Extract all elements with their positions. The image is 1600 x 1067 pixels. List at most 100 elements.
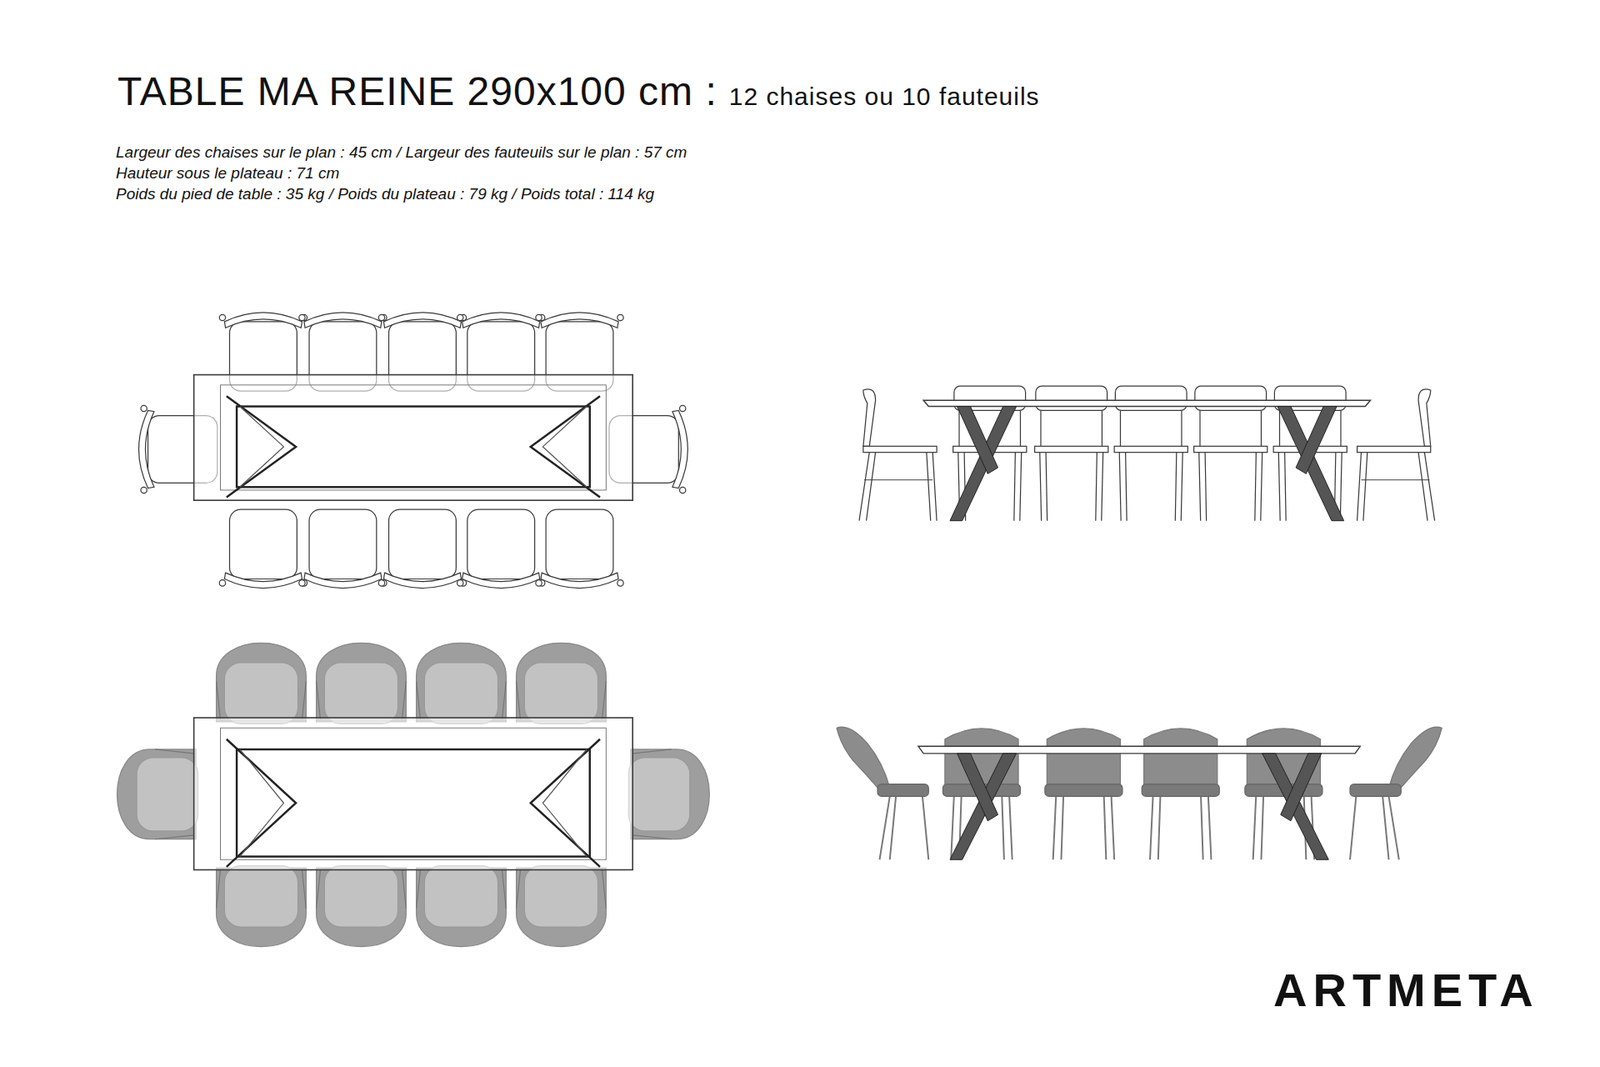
armchair-plan [416,642,507,724]
spec-note: Hauteur sous le plateau : 71 cm [115,162,340,184]
armchair-leg [1200,794,1204,860]
mirrored-group [1262,753,1330,860]
chair-back [304,572,382,588]
armchair-seat [1141,784,1220,797]
chair-leg [140,405,147,411]
armchair-seat [224,865,298,927]
chair-side-view [859,389,937,521]
chair-leg [535,580,542,586]
table-leg [530,739,600,867]
chair-seat [230,509,298,579]
chair-seat [467,509,535,579]
armchair-seat [424,865,498,927]
chair-rail [1360,479,1430,480]
chair-back [304,312,382,328]
armchair-seat [524,865,598,927]
armchair-seat [1045,784,1123,797]
armchair-plan [316,642,407,724]
armchair-leg [1253,794,1257,860]
table-leg-group [950,753,1017,860]
chair-seat [545,509,614,579]
chair-seat [863,445,937,452]
armchair-seat [877,784,929,797]
armchair-arm [216,869,307,909]
brand-logo: ARTMETA [1273,966,1540,1014]
table-rail [236,406,590,488]
chair-leg [859,452,937,521]
armchair-seat [1350,784,1401,797]
chair-leg [1119,452,1121,521]
table-leg [950,753,1017,860]
armchair-seat [324,865,398,927]
chair-leg [1357,452,1435,521]
chair-leg [1175,452,1177,521]
chair-leg [457,314,464,320]
chair-leg [1040,452,1042,521]
mirrored-group [1357,389,1435,521]
chair-leg [378,314,385,320]
armchair-leg [1001,794,1005,860]
chair-plan [299,509,387,588]
chair-frame [1120,410,1181,446]
armchair-leg [1208,794,1212,860]
chair-seat [1194,445,1268,452]
armchair-plan [628,749,710,840]
table-top-elevation [918,745,1360,754]
armchair-arm [316,680,407,720]
chair-leg [680,486,686,493]
armchair-shell [1144,728,1218,791]
chair-leg [1340,452,1342,521]
armchair-arm [516,680,607,720]
chair-leg [1199,452,1201,521]
chair-backrest [863,389,876,446]
chair-back [224,312,302,328]
table-top-elevation [923,400,1370,406]
chair-leg [1278,452,1280,521]
table-leg [1277,406,1345,521]
chair-leg [617,314,624,320]
chair-leg [1285,452,1287,521]
table-rail [236,749,590,857]
chair-frame [1040,410,1102,446]
armchair-arm [516,869,607,909]
armchair-arm [316,869,407,909]
table-top [194,717,634,870]
chair-seat [1357,445,1431,452]
chair-leg [1125,452,1128,521]
armchair-leg [1110,794,1115,860]
armchair-plan [216,865,307,947]
chair-plan [378,509,466,588]
armchair-seat [136,757,198,831]
chair-leg [457,580,464,586]
table-leg [542,749,587,857]
table-leg [950,406,1017,521]
chair-back [224,572,302,588]
chair-leg [299,580,305,586]
armchair-leg [1350,795,1400,860]
armchair-plan [117,749,199,840]
armchair-seat [324,662,398,724]
title: TABLE MA REINE 290x100 cm : [117,71,718,112]
chair-leg [1095,452,1098,521]
chair-seat [309,509,377,579]
table-plan [194,717,634,870]
chair-back [462,312,540,328]
chair-back [139,410,155,488]
chair-leg [299,314,305,320]
table-top [194,375,634,501]
chair-backrest [1418,389,1431,446]
table-leg [226,395,296,497]
chair-leg [535,314,542,320]
table-leg [240,749,285,857]
chair-seat [1035,445,1109,452]
armchair-arm [416,869,507,909]
armchair-seat [424,662,498,724]
armchair-leg [1158,794,1161,860]
armchair-leg [880,795,930,860]
spec-note: Poids du pied de table : 35 kg / Poids d… [115,183,655,205]
armchair-shell [836,726,890,792]
armchair-seat [628,757,690,831]
armchair-plan [516,865,607,947]
mirrored-group [1277,406,1345,521]
heading-row: TABLE MA REINE 290x100 cm :12 chaises ou… [117,71,1040,112]
